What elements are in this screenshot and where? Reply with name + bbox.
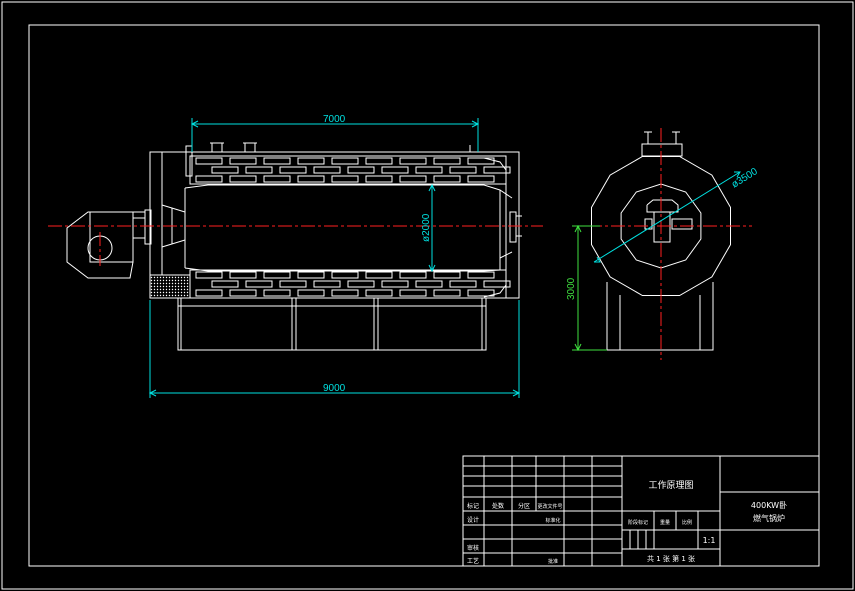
tube-segment — [365, 157, 393, 165]
tube-segment — [433, 289, 461, 297]
title-block-text: 工作原理图 400KW卧 燃气锅炉 1:1 共 1 张 第 1 张 标记 处数 … — [467, 479, 787, 565]
label-design: 设计 — [467, 516, 479, 524]
shell-body — [161, 151, 520, 299]
tube-segment — [279, 280, 307, 288]
tube-segment — [245, 166, 273, 174]
insulation-block — [149, 274, 191, 299]
front-view — [149, 142, 522, 351]
tube-segment — [433, 175, 461, 183]
furnace-tube — [184, 184, 501, 272]
label-change-no: 更改文件号 — [537, 503, 562, 510]
dim-inner-diameter: ø2000 — [421, 213, 432, 242]
tube-segment — [347, 280, 375, 288]
tube-segment — [263, 289, 291, 297]
tube-segment — [399, 289, 427, 297]
sheet-info: 共 1 张 第 1 张 — [647, 554, 695, 563]
product-name-line2: 燃气锅炉 — [753, 513, 785, 523]
tube-segment — [399, 271, 427, 279]
tube-segment — [313, 280, 341, 288]
centerlines-front — [48, 225, 543, 266]
tube-segment — [381, 280, 409, 288]
tube-segment — [229, 271, 257, 279]
tube-segment — [331, 271, 359, 279]
tube-segment — [195, 157, 223, 165]
tube-segment — [331, 157, 359, 165]
tube-segment — [263, 157, 291, 165]
tube-segment — [195, 271, 223, 279]
label-standard: 标准化 — [545, 517, 560, 524]
tube-segment — [245, 280, 273, 288]
tube-segment — [297, 175, 325, 183]
tube-segment — [347, 166, 375, 174]
label-stage-mark: 阶段标记 — [628, 519, 648, 526]
tube-segment — [399, 175, 427, 183]
dim-center-height: 3000 — [566, 277, 577, 300]
label-zone: 分区 — [518, 502, 530, 510]
tube-segment — [381, 166, 409, 174]
tube-segment — [483, 280, 511, 288]
tube-segment — [365, 175, 393, 183]
side-view — [591, 131, 731, 351]
tube-segment — [263, 271, 291, 279]
label-count: 处数 — [492, 502, 504, 510]
tube-bank — [195, 157, 511, 297]
tube-segment — [229, 289, 257, 297]
tube-segment — [467, 289, 495, 297]
tube-segment — [415, 280, 443, 288]
drawing-title: 工作原理图 — [648, 479, 693, 491]
burner — [66, 209, 152, 279]
tube-segment — [483, 166, 511, 174]
tube-segment — [433, 271, 461, 279]
label-mark: 标记 — [467, 502, 479, 510]
tube-segment — [331, 289, 359, 297]
tube-segment — [263, 175, 291, 183]
dimensions-side — [593, 171, 741, 263]
tube-segment — [415, 166, 443, 174]
tube-segment — [297, 157, 325, 165]
tube-segment — [449, 280, 477, 288]
label-review: 审核 — [467, 544, 479, 552]
dimension-height — [572, 224, 607, 352]
tube-segment — [331, 175, 359, 183]
tube-segment — [229, 175, 257, 183]
tube-segment — [467, 271, 495, 279]
tube-segment — [195, 289, 223, 297]
tube-segment — [297, 271, 325, 279]
tube-segment — [467, 175, 495, 183]
label-weight: 重量 — [660, 519, 670, 526]
dim-shell-length: 7000 — [323, 114, 346, 125]
dimensions-front — [148, 118, 521, 398]
tube-segment — [399, 157, 427, 165]
tube-segment — [297, 289, 325, 297]
scale-value: 1:1 — [703, 536, 716, 545]
inner-frame — [28, 24, 820, 567]
label-approve: 批准 — [548, 558, 558, 565]
tube-segment — [433, 157, 461, 165]
tube-segment — [365, 271, 393, 279]
tube-segment — [313, 166, 341, 174]
tube-segment — [211, 280, 239, 288]
label-scale: 比例 — [682, 519, 692, 526]
tube-segment — [229, 157, 257, 165]
tube-segment — [467, 157, 495, 165]
outer-shell-polygon — [591, 156, 731, 296]
tube-segment — [365, 289, 393, 297]
tube-segment — [279, 166, 307, 174]
title-block — [462, 455, 820, 567]
dim-outer-diameter: ø3500 — [730, 166, 760, 191]
label-process: 工艺 — [467, 557, 479, 565]
tube-segment — [211, 166, 239, 174]
centerlines-side — [588, 128, 752, 360]
inner-shell-polygon — [620, 183, 702, 269]
tube-segment — [449, 166, 477, 174]
tube-segment — [195, 175, 223, 183]
product-name-line1: 400KW卧 — [751, 501, 787, 510]
dim-total-length: 9000 — [323, 383, 346, 394]
